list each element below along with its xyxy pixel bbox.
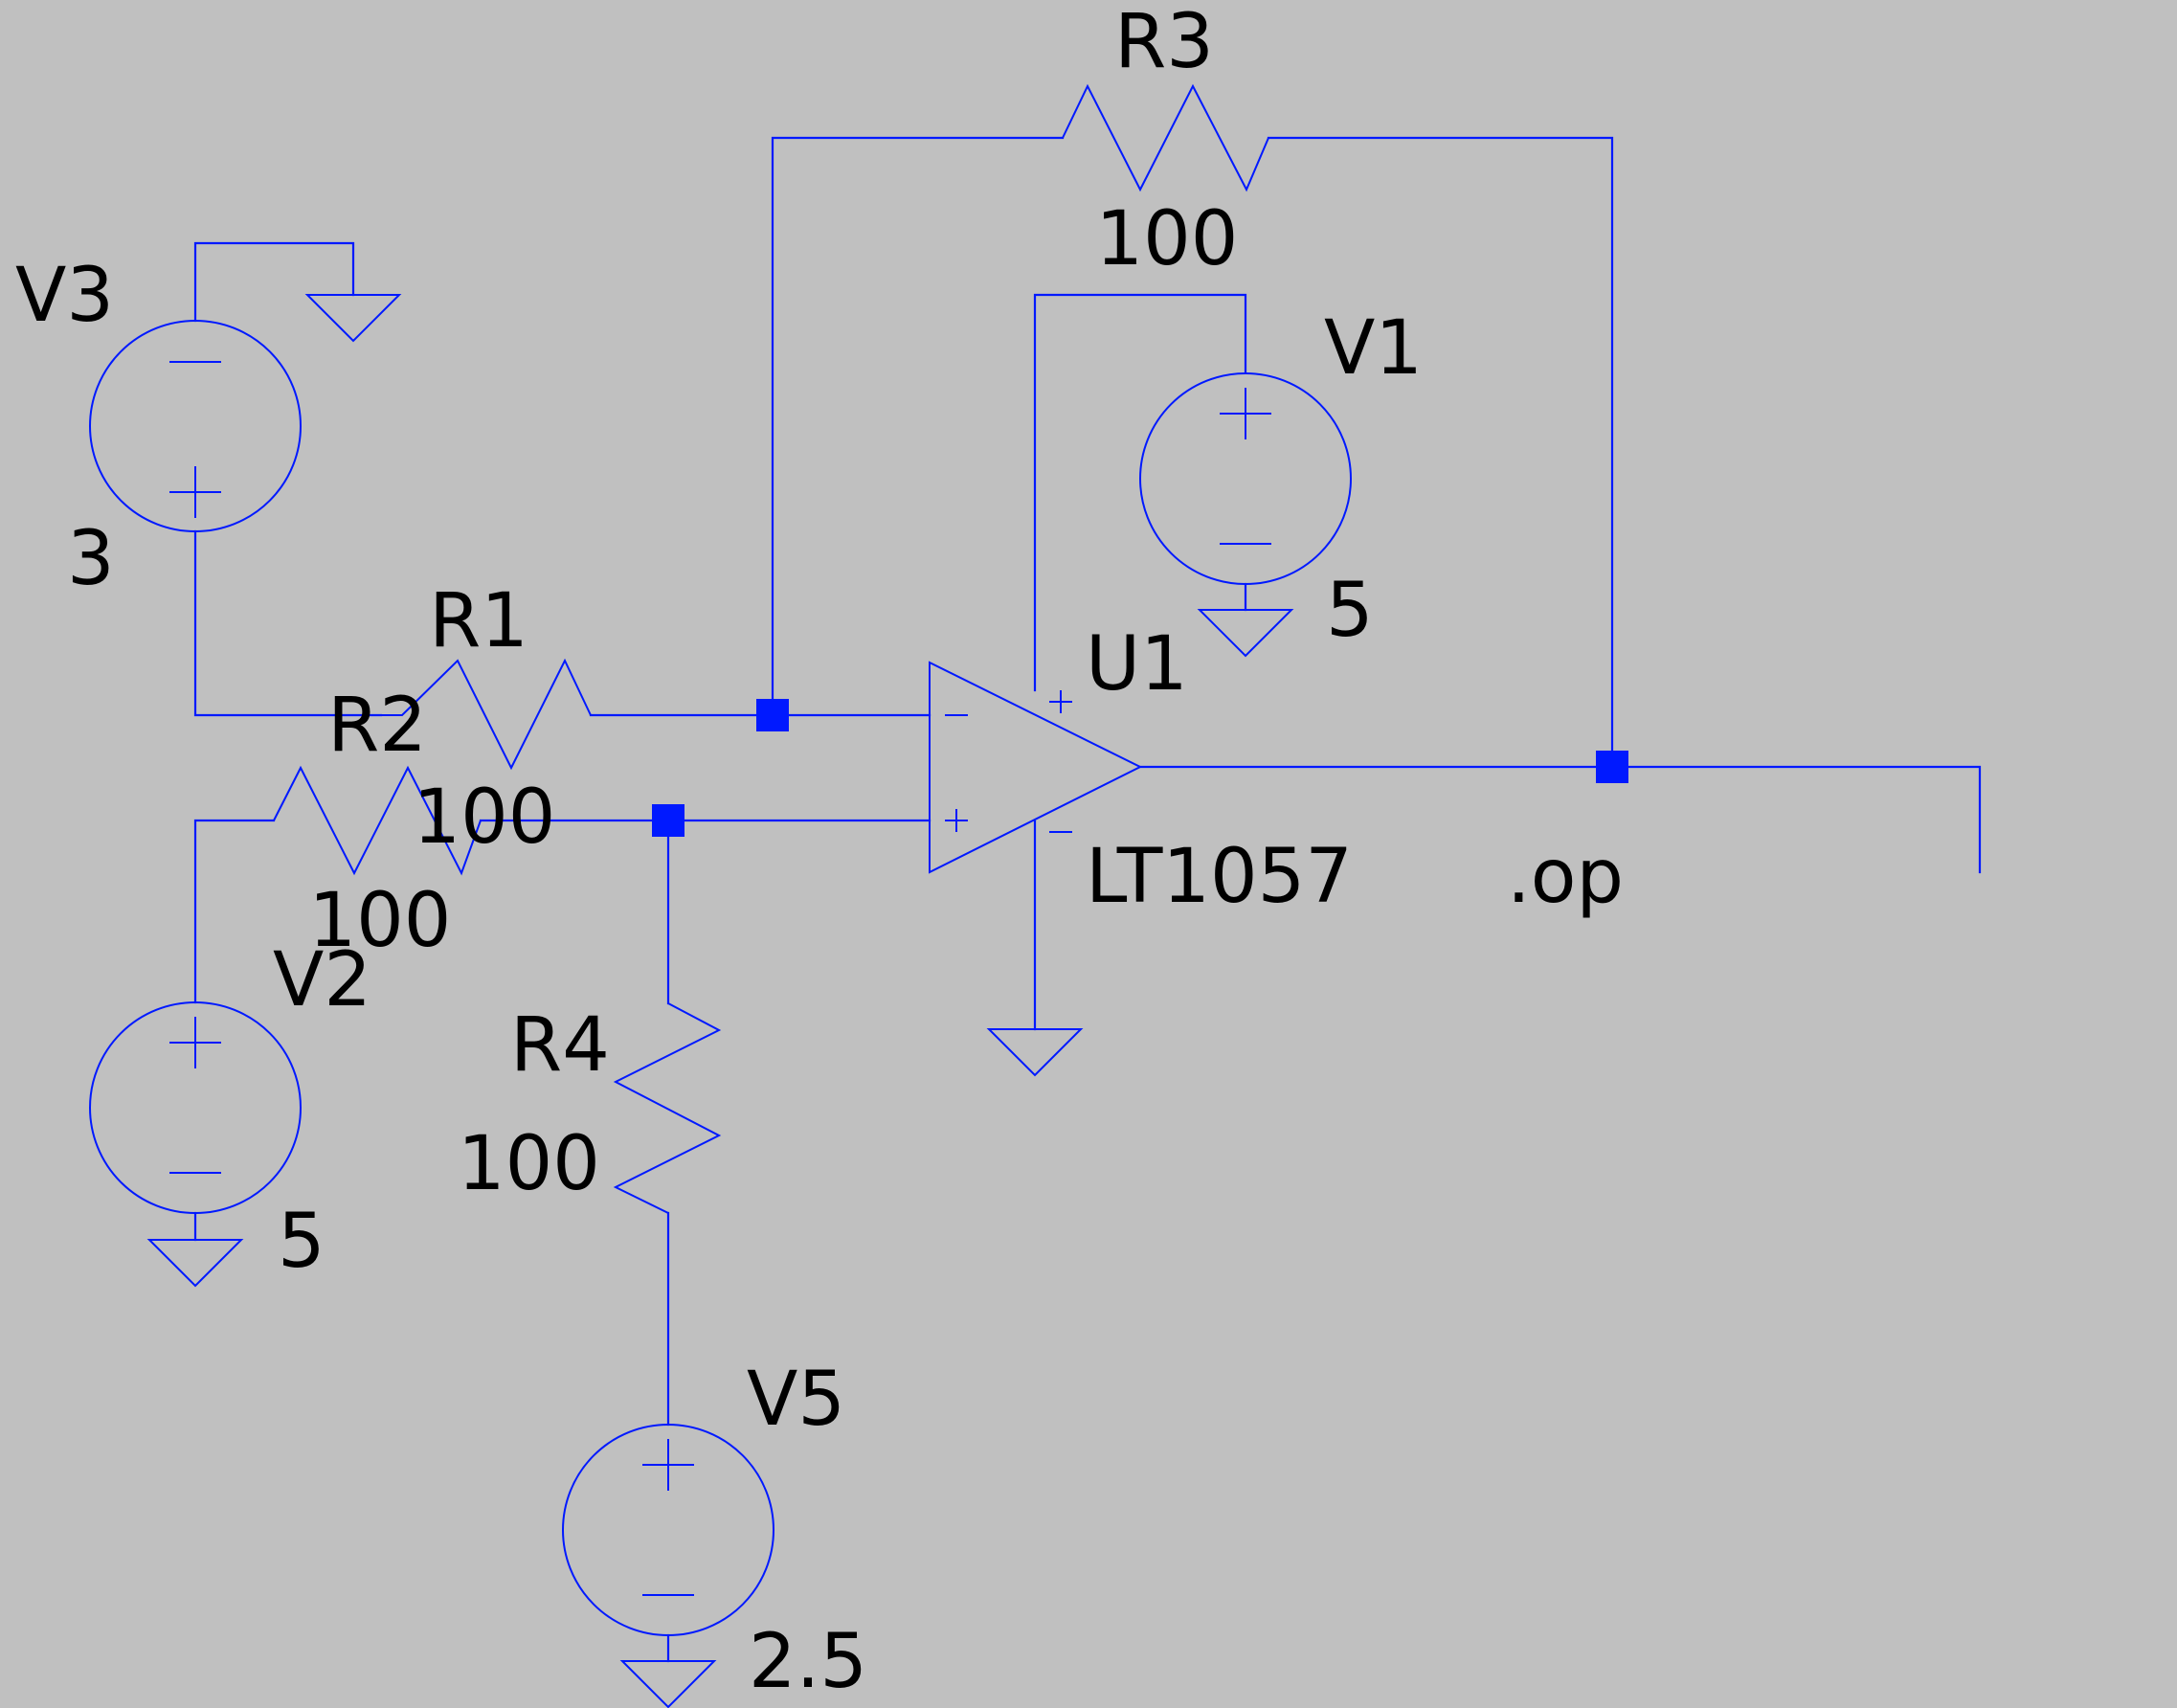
junction-inverting-node[interactable]: [756, 699, 789, 731]
ground-icon: [1197, 609, 1294, 658]
r4-value-label: 100: [458, 1121, 600, 1207]
r1-value-label: 100: [414, 775, 556, 861]
ground-icon: [986, 1028, 1084, 1077]
v5-circle: [562, 1424, 774, 1636]
r4-name-label: R4: [510, 1002, 610, 1089]
u1-name-label: U1: [1086, 621, 1188, 708]
source-v3[interactable]: [89, 320, 302, 532]
junction-output-node[interactable]: [1596, 751, 1628, 783]
wire-v2-to-r2[interactable]: [193, 819, 276, 1004]
wire-v3-bottom-to-r1[interactable]: [193, 529, 383, 717]
r2-value-label: 100: [309, 878, 452, 964]
wires: [193, 136, 1982, 1663]
v3-value-label: 3: [67, 516, 115, 602]
wire-u1-vplus-to-v1[interactable]: [1033, 293, 1247, 692]
wire-r3-right[interactable]: [1267, 136, 1614, 769]
ground-icon: [304, 294, 402, 343]
resistor-r3[interactable]: [1062, 83, 1269, 192]
opamp-vplus-mark: [1049, 690, 1072, 713]
r3-name-label: R3: [1114, 0, 1214, 85]
source-v2[interactable]: [89, 1001, 302, 1214]
v2-value-label: 5: [278, 1199, 325, 1285]
r2-name-label: R2: [327, 683, 427, 769]
v5-plus-symbol: [642, 1439, 694, 1491]
junction-noninverting-node[interactable]: [652, 804, 685, 837]
v5-name-label: V5: [747, 1357, 845, 1443]
resistor-r2[interactable]: [273, 765, 482, 876]
wire-output[interactable]: [1138, 765, 1982, 874]
v3-name-label: V3: [15, 253, 114, 339]
v1-circle: [1139, 372, 1352, 585]
v2-circle: [89, 1001, 302, 1214]
op-directive[interactable]: .op: [1507, 834, 1624, 920]
v1-value-label: 5: [1326, 568, 1374, 654]
v3-circle: [89, 320, 302, 532]
ground-icon: [146, 1239, 244, 1288]
v2-plus-symbol: [169, 1017, 221, 1068]
opamp-triangle: [929, 661, 1143, 874]
v1-name-label: V1: [1324, 305, 1423, 392]
source-v1[interactable]: [1139, 372, 1352, 585]
v5-value-label: 2.5: [749, 1619, 867, 1705]
v1-plus-symbol: [1220, 388, 1271, 439]
ground-icon: [619, 1660, 717, 1708]
r1-name-label: R1: [429, 578, 528, 664]
u1-model-label: LT1057: [1086, 834, 1353, 920]
r3-value-label: 100: [1096, 196, 1239, 282]
opamp-noninverting-input-mark: [945, 809, 968, 832]
opamp-u1[interactable]: [929, 661, 1143, 874]
source-v5[interactable]: [562, 1424, 774, 1636]
wire-r3-left[interactable]: [771, 136, 1065, 715]
v3-plus-symbol: [169, 466, 221, 518]
resistor-r1[interactable]: [381, 658, 592, 771]
v2-name-label: V2: [273, 937, 371, 1023]
resistor-r4[interactable]: [613, 1002, 722, 1214]
wire-v3-top-to-ground[interactable]: [193, 241, 355, 323]
